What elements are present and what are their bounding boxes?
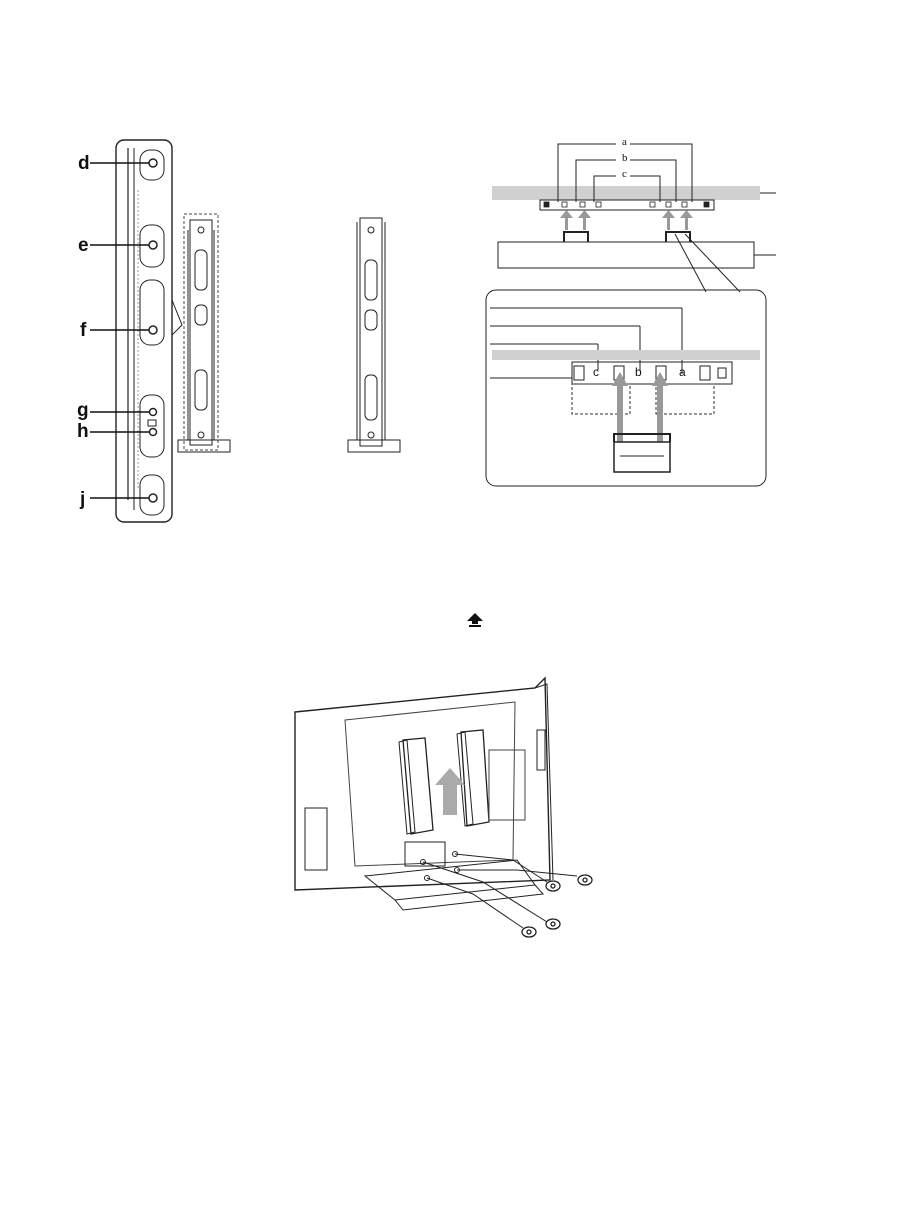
slot-alignment-figure <box>480 130 780 495</box>
detail-slot-label-b: b <box>635 365 642 379</box>
arrow-up-icon <box>466 612 484 628</box>
callout-h: h <box>77 422 89 441</box>
slot-label-c: c <box>622 168 627 180</box>
callout-e: e <box>78 236 89 255</box>
callout-j: j <box>80 490 85 509</box>
bracket-closeup-figure <box>60 130 450 530</box>
callout-d: d <box>78 154 90 173</box>
callout-f: f <box>80 321 86 340</box>
detail-slot-label-a: a <box>679 365 686 379</box>
tv-rear-mounting-figure <box>285 670 615 945</box>
callout-g: g <box>77 401 89 420</box>
slot-label-b: b <box>622 152 628 164</box>
slot-label-a: a <box>622 136 627 148</box>
detail-slot-label-c: c <box>593 365 599 379</box>
